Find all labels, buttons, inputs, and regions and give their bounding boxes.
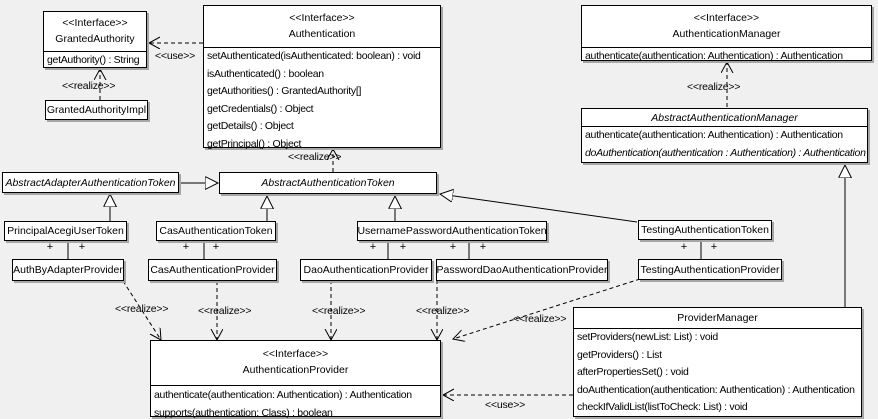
class-box-abstract-authentication-token: AbstractAuthenticationToken bbox=[219, 172, 437, 194]
method-label: getDetails() : Object bbox=[207, 120, 294, 132]
class-name: ProviderManager bbox=[677, 312, 758, 324]
class-box-abstract-adapter-authentication-token: AbstractAdapterAuthenticationToken bbox=[2, 172, 179, 193]
class-box-auth-by-adapter-provider: AuthByAdapterProvider bbox=[12, 259, 124, 281]
assoc-plus-marker: + bbox=[479, 241, 487, 253]
assoc-plus-marker: + bbox=[449, 241, 457, 253]
assoc-plus-marker: + bbox=[399, 241, 407, 253]
method-label: authenticate(authentication: Authenticat… bbox=[585, 50, 843, 62]
realize-edge-label: <<realize>> bbox=[198, 305, 252, 317]
class-box-authentication: <<Interface>> Authentication setAuthenti… bbox=[203, 5, 441, 150]
assoc-plus-marker: + bbox=[78, 241, 86, 253]
assoc-plus-marker: + bbox=[212, 241, 220, 253]
realize-edge-label: <<realize>> bbox=[288, 151, 342, 163]
realize-edge-label: <<realize>> bbox=[312, 305, 366, 317]
class-name: AuthByAdapterProvider bbox=[13, 264, 123, 276]
stereotype-label: <<Interface>> bbox=[289, 12, 355, 24]
class-name: CasAuthenticationToken bbox=[159, 225, 273, 237]
class-name: DaoAuthenticationProvider bbox=[303, 264, 429, 276]
class-box-principal-acegi-user-token: PrincipalAcegiUserToken bbox=[4, 221, 127, 241]
class-box-provider-manager: ProviderManager setProviders(newList: Li… bbox=[573, 307, 862, 417]
class-name: UsernamePasswordAuthenticationToken bbox=[357, 225, 547, 237]
class-box-username-password-authentication-token: UsernamePasswordAuthenticationToken bbox=[357, 221, 547, 241]
method-label: setProviders(newList: List) : void bbox=[577, 331, 718, 343]
use-edge-label: <<use>> bbox=[485, 399, 526, 411]
class-name: TestingAuthenticationToken bbox=[641, 224, 769, 236]
class-name: GrantedAuthority bbox=[55, 33, 135, 45]
method-label: getAuthorities() : GrantedAuthority[] bbox=[207, 85, 362, 97]
realize-edge-label: <<realize>> bbox=[62, 80, 116, 92]
method-label: afterPropertiesSet() : void bbox=[577, 366, 689, 378]
method-label: getAuthority() : String bbox=[47, 54, 140, 66]
class-name: GrantedAuthorityImpl bbox=[46, 104, 147, 116]
use-edge-label: <<use>> bbox=[155, 50, 196, 62]
assoc-plus-marker: + bbox=[182, 241, 190, 253]
method-label: isAuthenticated() : boolean bbox=[207, 67, 324, 80]
stereotype-label: <<Interface>> bbox=[693, 12, 760, 24]
class-name: AbstractAuthenticationManager bbox=[651, 111, 798, 124]
method-label: authenticate(authentication: Authenticat… bbox=[154, 389, 412, 401]
assoc-plus-marker: + bbox=[680, 241, 688, 253]
method-label: checkIfValidList(listToCheck: List) : vo… bbox=[577, 401, 748, 413]
class-box-authentication-manager: <<Interface>> AuthenticationManager auth… bbox=[581, 5, 872, 62]
method-label: setAuthenticated(isAuthenticated: boolea… bbox=[207, 50, 421, 62]
edge-generalization-testing-token-to-abstract-token bbox=[440, 194, 638, 223]
edge-realize-testing-to-provider bbox=[453, 278, 641, 339]
realize-edge-label: <<realize>> bbox=[416, 305, 470, 317]
stereotype-label: <<Interface>> bbox=[62, 17, 128, 29]
class-box-granted-authority: <<Interface>> GrantedAuthority getAuthor… bbox=[43, 11, 147, 68]
class-box-password-dao-authentication-provider: PasswordDaoAuthenticationProvider bbox=[436, 259, 608, 281]
method-label: supports(authentication: Class) : boolea… bbox=[154, 407, 333, 419]
class-box-dao-authentication-provider: DaoAuthenticationProvider bbox=[300, 259, 432, 281]
class-name: AuthenticationManager bbox=[672, 28, 781, 40]
assoc-plus-marker: + bbox=[46, 241, 54, 253]
class-box-abstract-authentication-manager: AbstractAuthenticationManager authentica… bbox=[581, 108, 868, 163]
method-label: doAuthentication(authentication : Authen… bbox=[585, 146, 866, 159]
realize-edge-label: <<realize>> bbox=[687, 81, 741, 93]
method-label: doAuthentication(authentication: Authent… bbox=[577, 383, 855, 396]
method-label: getCredentials() : Object bbox=[207, 102, 314, 115]
realize-edge-label: <<realize>> bbox=[115, 303, 169, 315]
method-label: authenticate(authentication: Authenticat… bbox=[585, 129, 843, 141]
class-name: CasAuthenticationProvider bbox=[150, 264, 275, 276]
class-name: PasswordDaoAuthenticationProvider bbox=[436, 264, 608, 276]
class-box-authentication-provider: <<Interface>> AuthenticationProvider aut… bbox=[150, 340, 441, 419]
class-name: PrincipalAcegiUserToken bbox=[7, 225, 124, 237]
class-box-cas-authentication-token: CasAuthenticationToken bbox=[156, 221, 276, 241]
stereotype-label: <<Interface>> bbox=[262, 348, 329, 360]
method-label: getProviders() : List bbox=[577, 348, 662, 361]
assoc-plus-marker: + bbox=[710, 241, 718, 253]
class-box-granted-authority-impl: GrantedAuthorityImpl bbox=[45, 100, 148, 120]
edge-realize-authbyadapter-to-provider bbox=[122, 280, 161, 340]
class-name: Authentication bbox=[288, 28, 356, 40]
class-name: AuthenticationProvider bbox=[242, 364, 349, 376]
class-name: AbstractAuthenticationToken bbox=[261, 177, 395, 189]
class-box-cas-authentication-provider: CasAuthenticationProvider bbox=[148, 259, 277, 281]
class-box-testing-authentication-token: TestingAuthenticationToken bbox=[638, 220, 772, 240]
class-box-testing-authentication-provider: TestingAuthenticationProvider bbox=[638, 259, 782, 280]
method-label: getPrincipal() : Object bbox=[207, 137, 302, 150]
realize-edge-label: <<realize>> bbox=[513, 313, 567, 325]
class-name: TestingAuthenticationProvider bbox=[640, 263, 780, 276]
assoc-plus-marker: + bbox=[369, 241, 377, 253]
class-name: AbstractAdapterAuthenticationToken bbox=[5, 176, 176, 189]
